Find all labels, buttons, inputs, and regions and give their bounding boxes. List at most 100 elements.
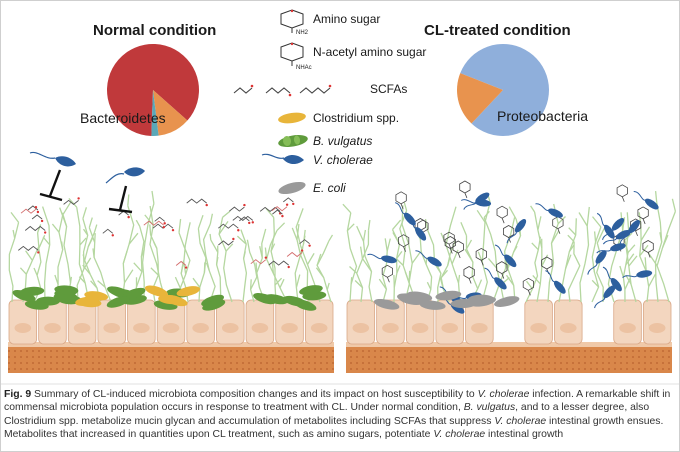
sugar-bond	[621, 196, 625, 202]
v-cholerae-flagellum	[535, 203, 550, 211]
mucus-fiber	[568, 227, 577, 236]
v-cholerae-cell	[644, 198, 659, 210]
pie-slice-2	[151, 90, 159, 136]
clostridium-icon	[278, 112, 306, 124]
sugar-bond	[448, 244, 452, 250]
mucus-fiber	[274, 277, 283, 286]
clostridium-cell	[176, 286, 201, 297]
v-cholerae-cell	[504, 254, 517, 268]
mucus-fiber	[671, 198, 677, 212]
sugar-ring	[642, 240, 654, 253]
mucus-fiber	[222, 210, 231, 218]
v-cholerae-cell	[610, 243, 626, 252]
b-vulgatus-cell	[106, 296, 130, 308]
mucus-fiber	[508, 206, 517, 220]
mucus-strand	[596, 228, 605, 303]
mucus-fiber	[82, 207, 88, 219]
v-cholerae-cell	[494, 277, 507, 290]
epithelial-cell	[613, 299, 642, 345]
b-vulgatus-cell	[202, 299, 226, 311]
v-cholerae-flagellum	[594, 296, 606, 309]
scfa-oxygen	[34, 205, 38, 209]
cell-nucleus	[251, 323, 269, 333]
sugar-ring	[443, 231, 455, 245]
b-vulgatus-cell	[299, 285, 323, 296]
caption-fig-label: Fig. 9	[4, 389, 32, 400]
mucus-strand	[76, 207, 90, 303]
scfa-molecule	[18, 245, 39, 251]
mucus-strand	[202, 223, 216, 303]
scfa-molecule	[24, 225, 46, 232]
scfa-molecule	[239, 216, 250, 222]
mucus-strand	[256, 228, 267, 303]
v-cholerae-cell	[514, 219, 527, 233]
mucus-fiber	[178, 218, 182, 233]
mucus-fiber	[19, 267, 27, 275]
sugar-bond	[642, 218, 646, 225]
mucus-fiber	[149, 224, 152, 235]
cell-nucleus	[44, 323, 61, 333]
caption-part: intestinal growth ensues. Metabolites th…	[4, 415, 664, 441]
v-cholerae-cell	[595, 250, 607, 264]
scfa-oxygen	[127, 215, 130, 219]
mucus-strand	[270, 217, 277, 303]
mucus-strand	[419, 239, 433, 303]
scfa-oxygen	[264, 256, 268, 259]
scfa-molecule	[259, 206, 281, 212]
mucus-strand	[654, 202, 663, 303]
mucus-fiber	[342, 203, 352, 214]
mucus-strand	[346, 212, 358, 303]
mucus-fiber	[359, 246, 364, 259]
mucus-fiber	[249, 279, 252, 290]
v-cholerae-cell	[475, 199, 492, 207]
scfa-oxygen	[251, 221, 254, 224]
b-vulgatus-cell	[53, 292, 78, 302]
left-intestine-panel	[8, 151, 334, 373]
mucus-fiber	[396, 258, 404, 266]
mucus-fiber	[135, 219, 141, 227]
pie-chart-cl	[457, 44, 549, 137]
mucus-strand	[246, 239, 258, 303]
sugar-ring	[452, 240, 464, 254]
b-vulgatus-cell	[293, 299, 317, 311]
mucus-strand	[622, 239, 629, 303]
mucus-fiber	[10, 212, 20, 223]
mucus-fiber	[647, 252, 658, 267]
caption-part: , and to a lesser degree, also Clostridi…	[4, 402, 650, 427]
mucus-fiber	[133, 262, 143, 273]
sugar-bond	[480, 260, 484, 266]
mucus-fiber	[640, 226, 651, 241]
mucus-fiber	[386, 238, 391, 252]
epithelial-cell	[642, 299, 672, 345]
scfa-oxygen	[111, 234, 114, 237]
mucus-fiber	[279, 278, 285, 288]
scfa-oxygen	[232, 237, 235, 241]
e-coli-cell	[373, 298, 400, 310]
pie-label-proteobacteria: Proteobacteria	[497, 108, 589, 124]
left-scfa-molecules	[18, 197, 311, 269]
b-vulgatus-icon	[278, 134, 308, 148]
mucus-fiber	[209, 213, 214, 225]
v-cholerae-cell	[628, 220, 640, 234]
scfa-molecule	[218, 223, 239, 229]
sugar-ring	[616, 184, 628, 198]
sugar-bond	[557, 228, 561, 234]
b-vulgatus-cell	[54, 285, 79, 295]
mucus-strand	[149, 205, 167, 303]
sugar-ring	[496, 205, 508, 219]
scfa-oxygen	[237, 229, 240, 232]
cell-nucleus	[352, 323, 370, 333]
scfa-oxygen	[163, 222, 166, 225]
mucus-fiber	[151, 190, 155, 204]
mucus-fiber	[567, 234, 575, 243]
mucus-strand	[8, 222, 20, 303]
mucus-fiber	[88, 217, 93, 228]
epithelial-cell	[376, 299, 405, 345]
v-cholerae-cell	[611, 218, 625, 231]
cell-nucleus	[162, 323, 180, 333]
scfa-oxygen	[77, 197, 80, 200]
scfa-oxygen	[205, 203, 208, 207]
mucus-fiber	[628, 255, 638, 267]
cell-nucleus	[14, 323, 32, 333]
mucus-strand	[121, 205, 135, 303]
